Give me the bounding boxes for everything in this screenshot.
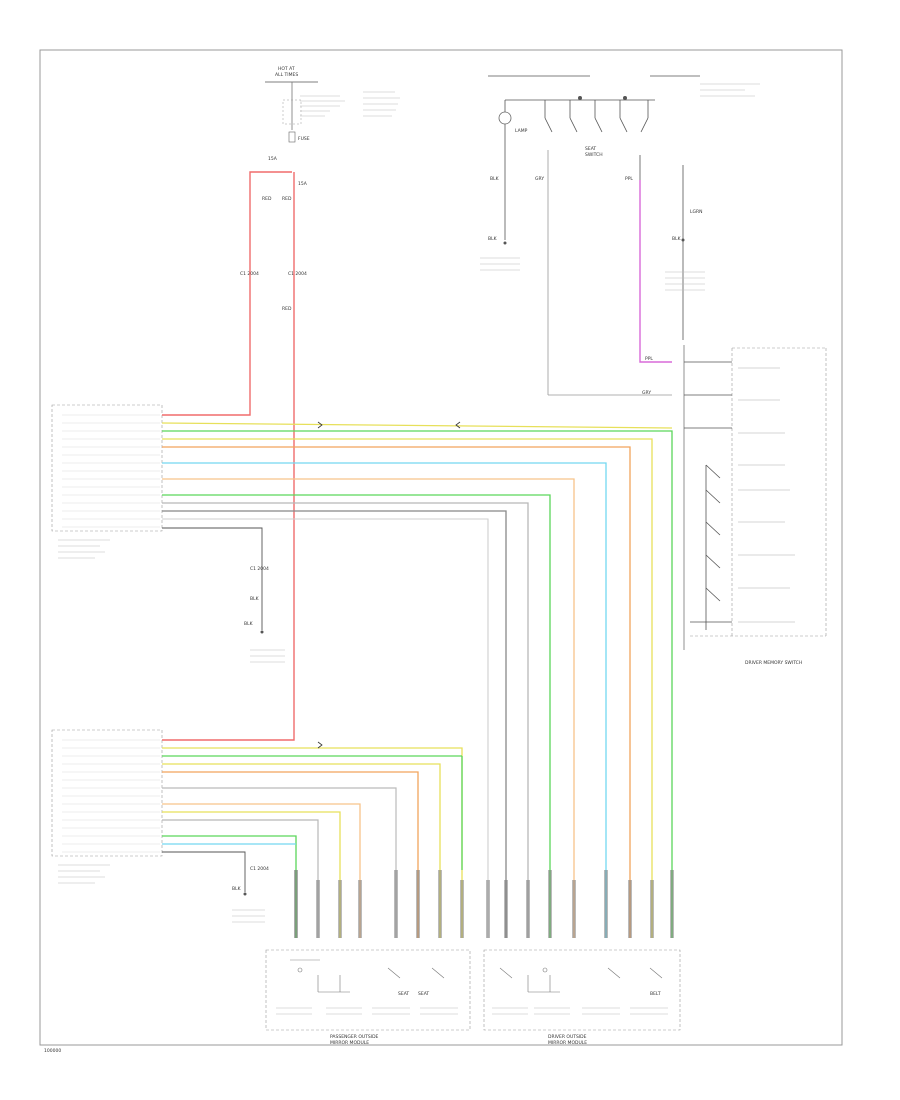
svg-text:C1 2004: C1 2004 (250, 866, 269, 872)
svg-text:BLK: BLK (244, 621, 254, 627)
svg-text:RED: RED (282, 306, 292, 312)
upper-ground: C1 2004 BLK BLK (162, 527, 285, 663)
fuse-block-area: HOT AT ALL TIMES FUSE 15A 15A RED RED C1 (240, 66, 400, 312)
passenger-mirror-module: SEAT SEAT PASSENGER OUTSIDE MIRROR MODUL… (265, 949, 471, 1046)
page-code: 100000 (44, 1048, 61, 1054)
svg-text:PPL: PPL (625, 176, 633, 182)
driver-seat-label: BELT (650, 991, 661, 997)
svg-text:RED: RED (262, 196, 272, 202)
top-label-1: HOT AT (278, 66, 295, 72)
seat-switches (544, 96, 649, 133)
svg-text:PPL: PPL (645, 356, 653, 362)
svg-text:SWITCH: SWITCH (585, 152, 603, 158)
lower-signal-wires (162, 741, 463, 938)
fuse-subnotes (300, 95, 345, 117)
upper-signal-wires (161, 421, 673, 938)
svg-text:C1 2004: C1 2004 (288, 271, 307, 277)
passenger-module-title-2: MIRROR MODULE (330, 1040, 369, 1046)
memory-switch-contacts (690, 464, 732, 630)
upper-module-pin-rows (62, 414, 160, 528)
svg-text:FUSE: FUSE (298, 136, 310, 142)
driver-memory-switch: DRIVER MEMORY SWITCH (683, 345, 827, 666)
svg-text:BLK: BLK (232, 886, 242, 892)
battery-wire-lower (162, 172, 295, 741)
passenger-module-title-1: PASSENGER OUTSIDE (330, 1034, 379, 1040)
svg-text:LGRN: LGRN (690, 209, 703, 215)
diagram-border (39, 49, 843, 1046)
violet-wire (639, 180, 672, 363)
driver-module-title-2: MIRROR MODULE (548, 1040, 587, 1046)
lower-module-pin-rows (62, 739, 160, 853)
svg-text:15A: 15A (268, 156, 278, 162)
driver-mirror-module: BELT DRIVER OUTSIDE MIRROR MODULE (483, 949, 681, 1046)
connector-pins (294, 870, 674, 938)
svg-text:15A: 15A (298, 181, 308, 187)
svg-text:BLK: BLK (488, 236, 498, 242)
driver-module-title-1: DRIVER OUTSIDE (548, 1034, 587, 1040)
svg-text:BLK: BLK (490, 176, 500, 182)
svg-text:SEAT: SEAT (418, 991, 429, 997)
memory-switch-title: DRIVER MEMORY SWITCH (745, 660, 802, 666)
battery-wire-upper (162, 171, 292, 416)
memory-switch-rows (738, 367, 795, 623)
svg-text:RED: RED (282, 196, 292, 202)
top-label-2: ALL TIMES (275, 72, 298, 78)
fuse-notes (363, 91, 400, 117)
svg-text:BLK: BLK (250, 596, 260, 602)
svg-text:LAMP: LAMP (515, 128, 528, 134)
upper-left-module (51, 404, 163, 559)
svg-text:BLK: BLK (672, 236, 682, 242)
lower-ground: C1 2004 BLK (162, 851, 269, 923)
svg-text:SEAT: SEAT (585, 146, 596, 152)
seat-switch-area: LAMP SEAT SWITCH BLK GRY PPL BLK LGRN BL… (480, 75, 760, 396)
svg-text:GRY: GRY (642, 390, 651, 396)
lower-left-module (51, 729, 163, 884)
svg-text:C1 2004: C1 2004 (250, 566, 269, 572)
passenger-seat-label: SEAT (398, 991, 409, 997)
svg-text:GRY: GRY (535, 176, 544, 182)
